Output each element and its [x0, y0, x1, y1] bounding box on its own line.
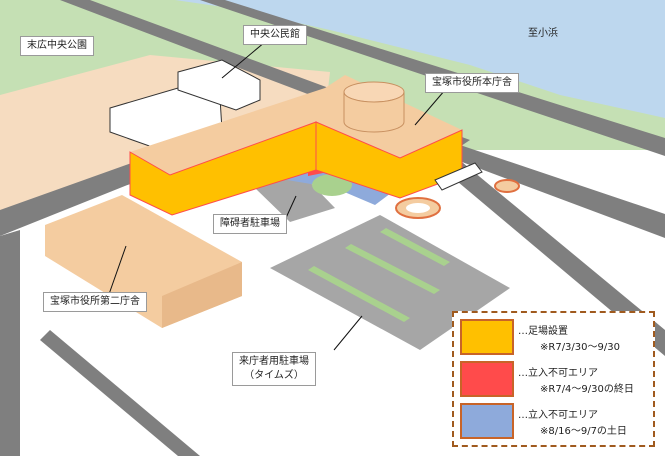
- direction-label: 至小浜: [528, 28, 558, 39]
- road-left-vertical: [0, 230, 20, 456]
- parking-stripe-3: [308, 266, 410, 322]
- legend-note-scaffold: ※R7/3/30～9/30: [540, 342, 620, 353]
- legend-swatch-weekend: [460, 403, 514, 439]
- small-oval: [494, 179, 520, 193]
- plaza-oval-inner: [406, 203, 430, 213]
- road-bottom-diagonal: [40, 330, 200, 456]
- visitor-parking-label-line1: 来庁者用駐車場: [239, 356, 309, 367]
- community-hall-label: 中央公民館: [243, 25, 307, 45]
- leader-line-second: [107, 245, 127, 298]
- parking-stripe-1: [380, 228, 450, 266]
- legend: …足場設置 ※R7/3/30～9/30 …立入不可エリア ※R7/4～9/30の…: [452, 311, 655, 447]
- courtyard-green: [312, 174, 352, 196]
- legend-label-daily: …立入不可エリア: [518, 368, 598, 379]
- legend-item-daily: …立入不可エリア ※R7/4～9/30の終日: [460, 361, 650, 399]
- second-building-label: 宝塚市役所第二庁舎: [43, 292, 147, 312]
- road-left: [0, 160, 160, 236]
- leader-line-main: [414, 89, 446, 126]
- parking-stripe-2: [345, 244, 440, 294]
- leader-line-visitor: [333, 315, 363, 351]
- park-label: 末広中央公園: [20, 36, 94, 56]
- tower-body: [343, 91, 405, 133]
- river: [175, 0, 665, 118]
- visitor-parking-label-line2: （タイムズ）: [244, 370, 304, 381]
- accessible-parking-label: 障碍者駐車場: [213, 214, 287, 234]
- legend-label-scaffold: …足場設置: [518, 326, 568, 337]
- second-building-roof-edge: [162, 262, 242, 328]
- community-hall-annex: [177, 59, 261, 111]
- legend-swatch-daily: [460, 361, 514, 397]
- legend-item-weekend: …立入不可エリア ※8/16～9/7の土日: [460, 403, 650, 441]
- road-right: [430, 145, 665, 238]
- main-building-label: 宝塚市役所本庁舎: [425, 73, 519, 93]
- legend-item-scaffold: …足場設置 ※R7/3/30～9/30: [460, 319, 650, 357]
- legend-label-weekend: …立入不可エリア: [518, 410, 598, 421]
- visitor-parking-label: 来庁者用駐車場 （タイムズ）: [232, 352, 316, 386]
- legend-swatch-scaffold: [460, 319, 514, 355]
- legend-note-daily: ※R7/4～9/30の終日: [540, 384, 634, 395]
- legend-note-weekend: ※8/16～9/7の土日: [540, 426, 627, 437]
- road-bottom-right: [420, 148, 665, 356]
- visitor-parking-lot: [270, 215, 510, 350]
- leader-line-hall: [221, 41, 266, 79]
- small-white-building: [434, 162, 483, 191]
